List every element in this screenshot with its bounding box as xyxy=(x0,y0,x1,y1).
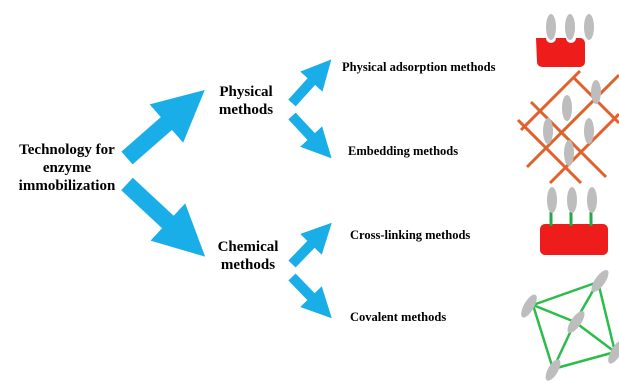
enzymes-linked-to-carrier-icon xyxy=(540,187,608,255)
root-label-line1: Technology for xyxy=(19,142,115,158)
method-cross-linking-label: Cross-linking methods xyxy=(350,228,471,242)
enzymes-adsorbed-on-carrier-icon xyxy=(536,14,594,67)
arrow-root-to-chemical xyxy=(121,177,206,257)
enzymes-entrapped-in-mesh-icon xyxy=(516,69,619,185)
arrow-chemical-to-crosslinking xyxy=(288,222,332,268)
arrow-root-to-physical xyxy=(121,89,205,165)
arrow-chemical-to-covalent xyxy=(288,273,332,319)
method-physical-adsorption-label: Physical adsorption methods xyxy=(342,60,496,74)
root-label-line3: immobilization xyxy=(18,178,116,194)
method-embedding-label: Embedding methods xyxy=(348,144,459,158)
branch-chemical-label: Chemical methods xyxy=(208,238,288,274)
branch-chemical-line1: Chemical xyxy=(217,239,279,255)
branch-chemical-line2: methods xyxy=(220,257,276,273)
root-label: Technology for enzyme immobilization xyxy=(8,141,126,195)
root-label-line2: enzyme xyxy=(42,160,92,176)
method-covalent-label: Covalent methods xyxy=(350,310,447,324)
enzymes-crosslinked-network-icon xyxy=(521,269,619,381)
branch-physical-line1: Physical xyxy=(219,84,273,100)
branch-physical-label: Physical methods xyxy=(208,83,284,119)
arrow-physical-to-adsorption xyxy=(288,59,332,107)
arrow-physical-to-embedding xyxy=(288,112,332,159)
branch-physical-line2: methods xyxy=(218,102,274,118)
